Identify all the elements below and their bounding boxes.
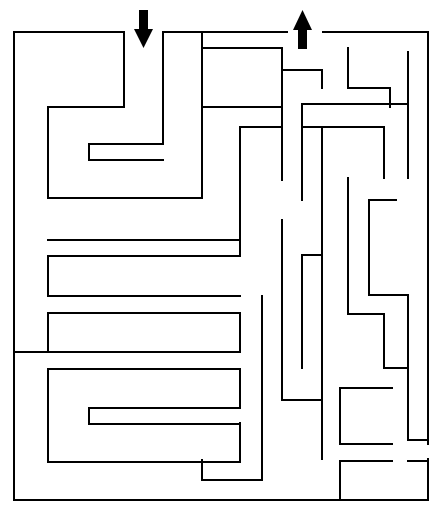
wall-spiral-inner [88,31,164,161]
wall-top-right-b [347,47,391,108]
wall-bottom-right-c [339,460,393,501]
wall-box-lower-inner [88,407,241,425]
wall-corridor-2 [47,255,241,297]
maze-walls [13,31,429,501]
wall-spiral-outer [47,31,203,199]
wall-center-frame [239,126,283,257]
wall-stair-b [368,199,429,441]
outer-border-top-right [322,31,429,445]
wall-box-upper [13,312,241,353]
wall-top-box [201,47,283,108]
wall-long-vertical [201,295,263,481]
exit-arrow-icon [293,10,312,49]
wall-bottom-right-b [339,387,393,445]
wall-right-frame [301,126,385,179]
wall-top-right-a [281,69,323,89]
entrance-arrow-icon [134,10,153,48]
wall-box-lower-outer [47,368,241,463]
wall-stair-a [347,177,409,369]
wall-right-column [301,126,323,369]
outer-border-left [13,31,429,501]
